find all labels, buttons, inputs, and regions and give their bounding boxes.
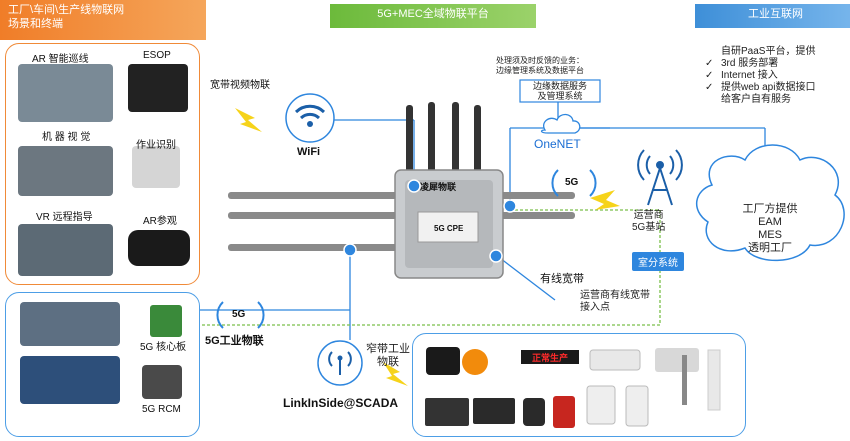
- paas-item-0: 自研PaaS平台，提供: [721, 46, 816, 57]
- badge-5g-right: 5G: [565, 177, 579, 188]
- antenna-rods: [228, 192, 575, 251]
- badge-5g-left: 5G: [232, 309, 246, 320]
- industrial-banner-text: 工业互联网: [748, 8, 803, 20]
- linkinside-circle: [317, 340, 363, 386]
- scene-banner: 工厂\车间\生产线物联网 场景和终端: [0, 0, 206, 40]
- label-narrow-iot: 窄带工业 物联: [366, 343, 410, 368]
- onenet-cloud-shape: [540, 113, 581, 134]
- label-onenet: OneNET: [534, 137, 581, 151]
- device-panel: [412, 333, 746, 437]
- indoor-tag: 室分系统: [632, 252, 684, 271]
- check-icon: ✓: [705, 82, 714, 93]
- industrial-banner: 工业互联网: [695, 4, 850, 28]
- label-base-station: 运营商 5G基站: [632, 210, 666, 233]
- label-wired: 有线宽带: [540, 273, 584, 285]
- device-items: [425, 347, 721, 428]
- scene-banner-text: 工厂\车间\生产线物联网 场景和终端: [8, 4, 125, 30]
- lightning-bolts: [235, 108, 620, 386]
- led-display-text: 正常生产: [532, 353, 569, 363]
- fiveg-arcs: [216, 169, 597, 329]
- check-icon: ✓: [705, 58, 714, 69]
- terminal-panel: [5, 43, 200, 285]
- label-core-board: 5G 核心板: [140, 342, 187, 353]
- label-5g-iot: 5G工业物联: [205, 335, 264, 347]
- label-linkinside: LinkInSide@SCADA: [283, 396, 399, 410]
- label-machine-vision: 机 器 视 觉: [42, 132, 91, 143]
- label-device-brand: 凌犀物联: [420, 182, 457, 192]
- label-ar-view: AR参观: [143, 216, 177, 227]
- edge-box-shape: [519, 79, 601, 103]
- cloud-text: 工厂方提供 EAM MES 透明工厂: [742, 203, 798, 254]
- paas-item-1: ✓3rd 服务部署: [705, 58, 779, 69]
- check-icon: ✓: [705, 70, 714, 81]
- paas-item-3: ✓提供web api数据接口 给客户自有服务: [705, 82, 816, 105]
- wifi-circle: [285, 93, 335, 143]
- cpe-device: [394, 169, 504, 279]
- label-vr-remote: VR 远程指导: [36, 212, 93, 223]
- label-job-recognition: 作业识别: [136, 140, 176, 151]
- label-operator-access: 运营商有线宽带 接入点: [580, 290, 650, 313]
- right-cloud-shape: [696, 144, 845, 262]
- label-rcm: 5G RCM: [142, 404, 181, 415]
- platform-banner-text: 5G+MEC全域物联平台: [377, 8, 489, 20]
- label-device-model: 5G CPE: [434, 224, 464, 233]
- label-wifi: WiFi: [297, 146, 321, 158]
- label-ar-patrol: AR 智能巡线: [32, 54, 89, 65]
- paas-list: 自研PaaS平台，提供 ✓3rd 服务部署 ✓Internet 接入 ✓提供we…: [705, 46, 815, 106]
- iot-panel: [5, 292, 200, 437]
- label-edge-note: 处理须及时反馈的业务： 边缘管理系统及数据平台: [496, 56, 584, 75]
- label-edge-box: 边缘数据服务 及管理系统: [532, 81, 587, 101]
- connection-dots: [343, 179, 517, 263]
- base-station-tower: [637, 149, 683, 206]
- label-esop: ESOP: [143, 50, 171, 61]
- platform-banner: 5G+MEC全域物联平台: [330, 4, 536, 28]
- line-wired: [495, 254, 556, 301]
- terminal-images: [18, 64, 190, 404]
- label-broadband-video: 宽带视频物联: [210, 80, 270, 91]
- paas-item-2: ✓Internet 接入: [705, 70, 778, 81]
- antennas: [406, 102, 481, 180]
